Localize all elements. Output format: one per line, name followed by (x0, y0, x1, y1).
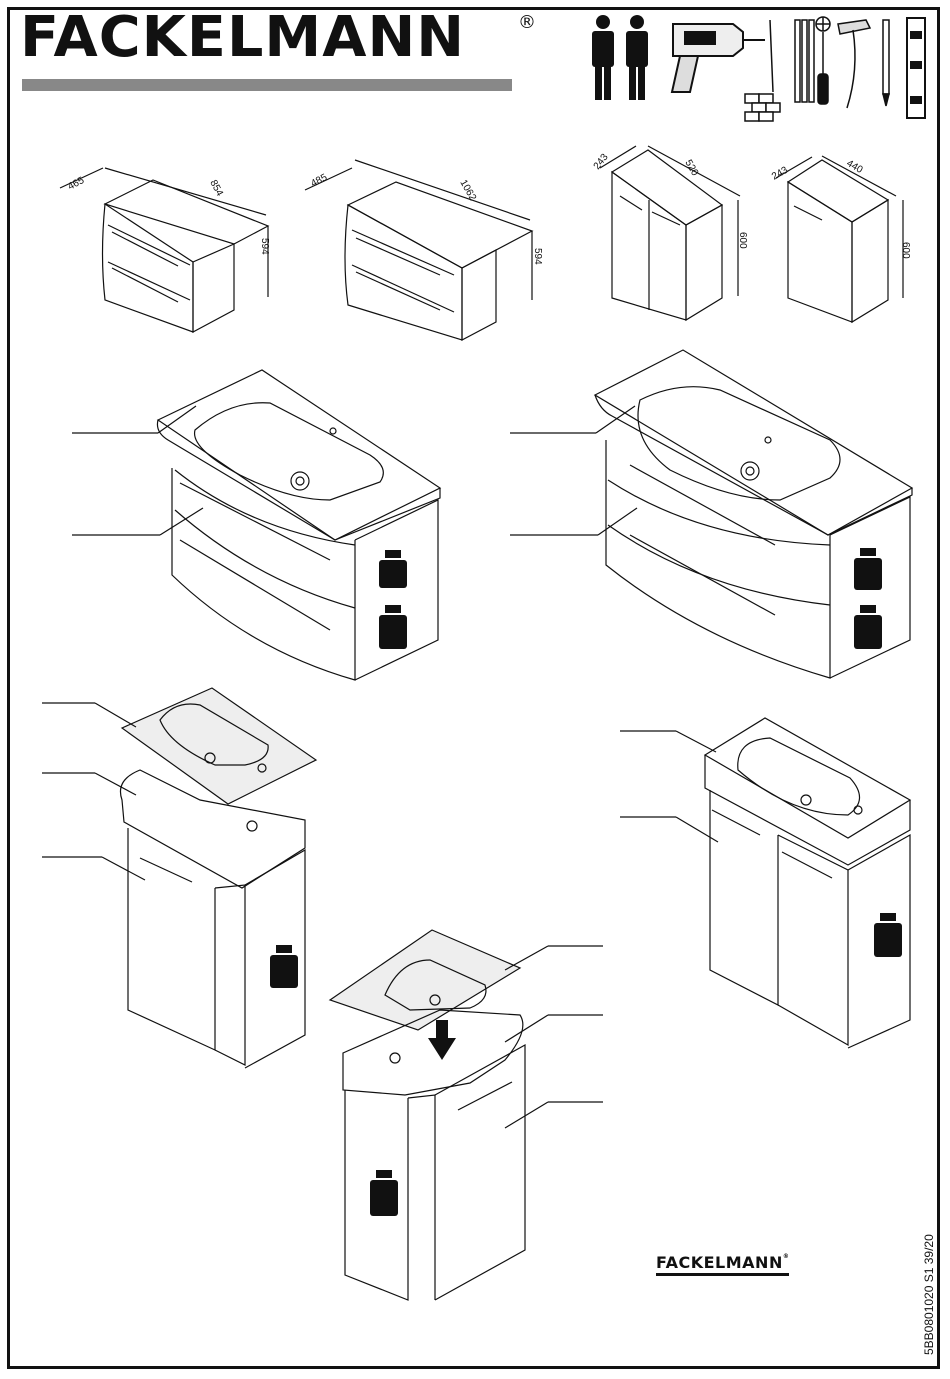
dim-unit4-height: 600 (900, 242, 911, 259)
weight-icon (379, 605, 407, 649)
dim-unit2-height: 594 (532, 248, 543, 265)
weight-icon (854, 548, 882, 590)
small-unit-left (120, 688, 316, 1068)
weight-icon (379, 550, 407, 588)
footer-brand-logo: FACKELMANN® (656, 1253, 789, 1276)
dim-unit2-depth: 485 (309, 172, 329, 190)
cabinet-unit-520 (612, 150, 722, 320)
small-unit-right (705, 718, 910, 1048)
dim-unit3-height: 600 (737, 232, 748, 249)
cabinet-unit-854 (103, 180, 269, 332)
dim-unit4-width: 440 (845, 158, 865, 176)
dim-unit3-width: 520 (682, 158, 700, 178)
dim-unit2-width: 1062 (457, 178, 478, 203)
footer-brand-text: FACKELMANN (656, 1253, 783, 1272)
dim-unit1-width: 854 (207, 178, 225, 198)
dim-unit1-height: 594 (259, 238, 270, 255)
insert-arrow-icon (428, 1020, 456, 1060)
weight-icon (270, 945, 298, 988)
footer-registered-mark: ® (783, 1253, 790, 1260)
weight-icon (854, 605, 882, 649)
document-number: 5BB0801020 S1 39/20 (922, 1234, 936, 1355)
weight-icons (270, 548, 902, 1216)
weight-icon (370, 1170, 398, 1216)
dim-unit3-depth: 243 (592, 152, 611, 172)
small-unit-middle (330, 930, 525, 1300)
weight-icon (874, 913, 902, 957)
dim-unit4-depth: 243 (770, 165, 790, 183)
cabinet-unit-440 (788, 160, 888, 322)
cabinet-unit-1062 (345, 182, 532, 340)
